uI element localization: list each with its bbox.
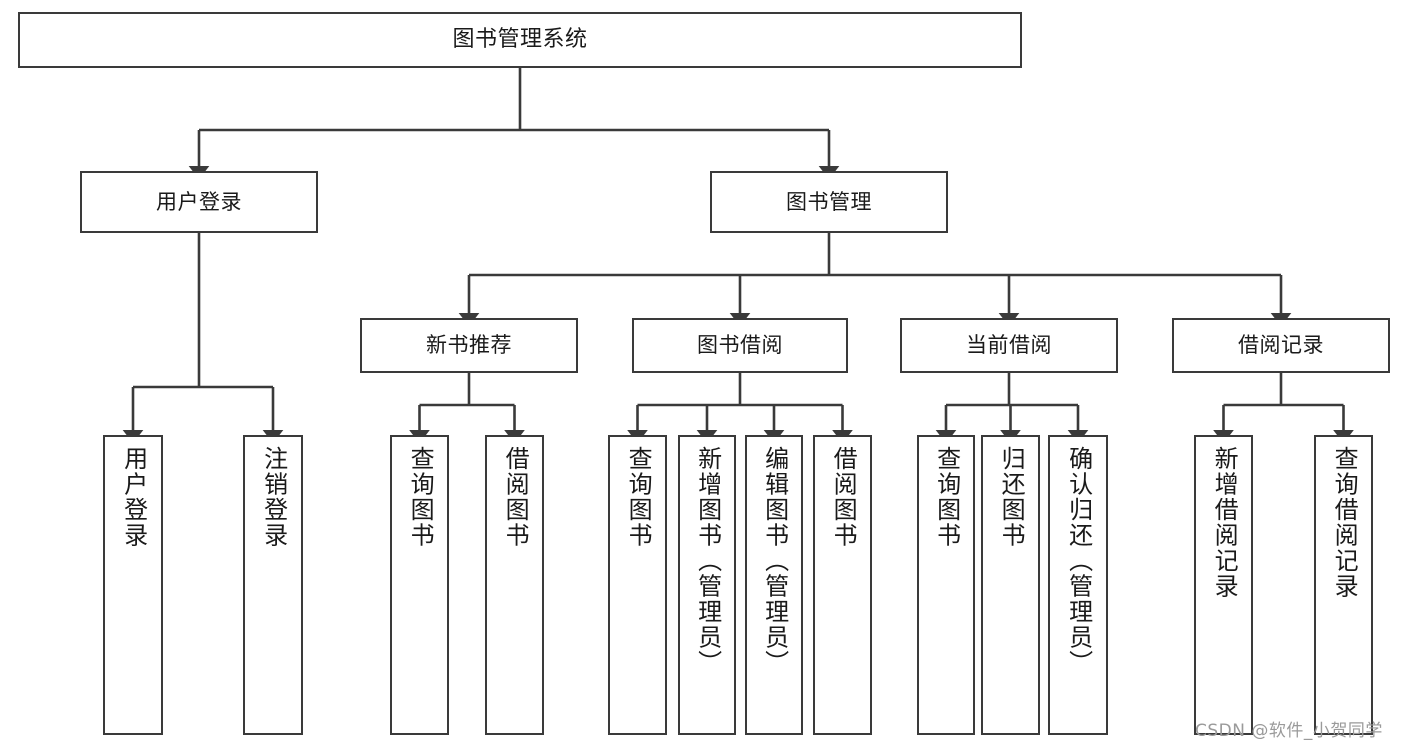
node-leaf-query-borrow-record[interactable]: 查询借阅记录 [1314, 435, 1373, 735]
node-leaf-query-book-new[interactable]: 查询图书 [390, 435, 449, 735]
node-label: 借阅图书 [829, 446, 858, 548]
node-leaf-return-book[interactable]: 归还图书 [981, 435, 1040, 735]
node-label: 借阅记录 [1238, 333, 1324, 358]
node-label: 图书管理系统 [452, 27, 588, 53]
node-label: 新增图书（管理员） [693, 446, 722, 676]
node-label: 查询图书 [932, 446, 961, 548]
node-label: 图书借阅 [697, 333, 783, 358]
node-leaf-query-book-borrow[interactable]: 查询图书 [608, 435, 667, 735]
node-label: 确认归还（管理员） [1064, 446, 1093, 676]
node-label: 用户登录 [119, 446, 148, 548]
node-label: 用户登录 [156, 189, 242, 214]
node-leaf-add-book[interactable]: 新增图书（管理员） [678, 435, 736, 735]
node-root[interactable]: 图书管理系统 [18, 12, 1022, 68]
node-leaf-logout[interactable]: 注销登录 [243, 435, 303, 735]
node-leaf-confirm-return[interactable]: 确认归还（管理员） [1048, 435, 1108, 735]
watermark-text: CSDN @软件_小贺同学 [1195, 721, 1383, 741]
node-leaf-add-borrow-record[interactable]: 新增借阅记录 [1194, 435, 1253, 735]
node-book-manage[interactable]: 图书管理 [710, 171, 948, 233]
node-user-login[interactable]: 用户登录 [80, 171, 318, 233]
node-leaf-borrow-book-new[interactable]: 借阅图书 [485, 435, 544, 735]
node-label: 查询借阅记录 [1330, 446, 1359, 599]
node-label: 编辑图书（管理员） [760, 446, 789, 676]
node-label: 查询图书 [406, 446, 435, 548]
node-label: 新书推荐 [426, 333, 512, 358]
node-leaf-user-login[interactable]: 用户登录 [103, 435, 163, 735]
node-label: 图书管理 [786, 189, 872, 214]
node-label: 借阅图书 [501, 446, 530, 548]
node-label: 归还图书 [997, 446, 1026, 548]
node-new-book-recommend[interactable]: 新书推荐 [360, 318, 578, 373]
node-label: 查询图书 [624, 446, 653, 548]
node-leaf-edit-book[interactable]: 编辑图书（管理员） [745, 435, 803, 735]
node-borrow-record[interactable]: 借阅记录 [1172, 318, 1390, 373]
node-book-borrow[interactable]: 图书借阅 [632, 318, 848, 373]
node-label: 新增借阅记录 [1210, 446, 1239, 599]
node-label: 注销登录 [259, 446, 288, 548]
node-leaf-borrow-book[interactable]: 借阅图书 [813, 435, 872, 735]
node-current-borrow[interactable]: 当前借阅 [900, 318, 1118, 373]
node-label: 当前借阅 [966, 333, 1052, 358]
node-leaf-query-book-current[interactable]: 查询图书 [917, 435, 975, 735]
